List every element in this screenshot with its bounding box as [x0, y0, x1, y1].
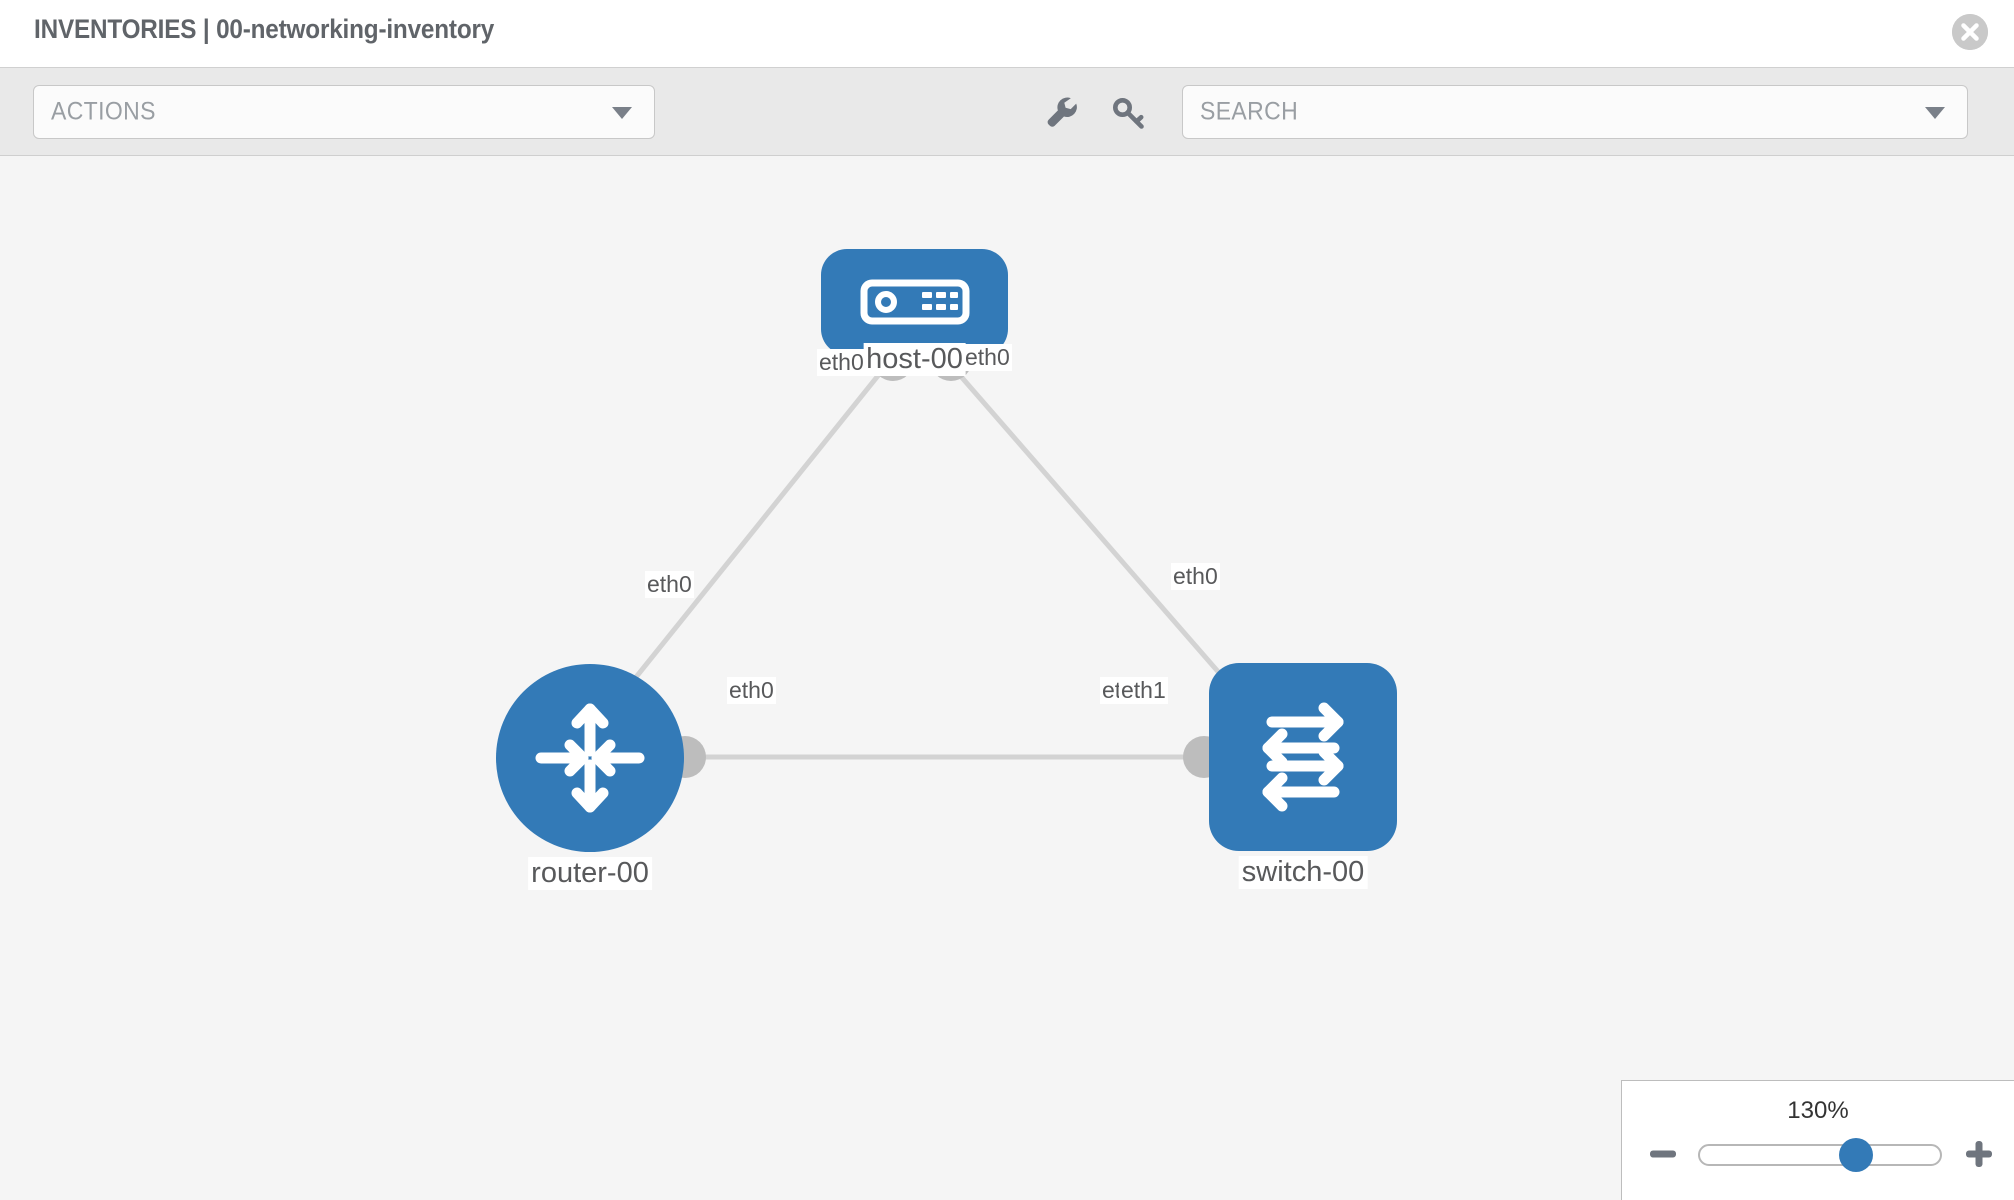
edge-label-router-right: eth0: [727, 677, 776, 704]
actions-dropdown[interactable]: ACTIONS: [33, 85, 655, 139]
edge-label-switch-up: eth0: [1171, 563, 1220, 590]
node-label-host-00: host-00: [863, 343, 966, 376]
edge-label-host-left: eth0: [817, 349, 866, 376]
node-label-router-00: router-00: [528, 857, 652, 890]
zoom-slider-row: [1622, 1135, 2014, 1175]
server-icon: [860, 279, 969, 325]
zoom-out-button[interactable]: [1646, 1137, 1680, 1171]
chevron-down-icon: [612, 107, 632, 119]
switch-node-shape[interactable]: [1209, 663, 1397, 851]
edge-label-router-up: eth0: [645, 571, 694, 598]
search-dropdown[interactable]: SEARCH: [1182, 85, 1968, 139]
edge-label-switch-left-b: eth1: [1119, 677, 1168, 704]
zoom-control-panel: 130%: [1621, 1080, 2014, 1200]
zoom-slider-thumb[interactable]: [1839, 1138, 1873, 1172]
page-header: INVENTORIES | 00-networking-inventory: [0, 0, 2014, 68]
zoom-in-button[interactable]: [1962, 1137, 1996, 1171]
edge-host-router: [598, 355, 895, 724]
page-title: INVENTORIES | 00-networking-inventory: [34, 14, 495, 44]
search-input-placeholder: SEARCH: [1200, 97, 1299, 126]
edge-host-switch: [942, 355, 1270, 731]
zoom-slider-track[interactable]: [1698, 1138, 1942, 1172]
wrench-icon[interactable]: [1037, 88, 1085, 136]
router-node-shape[interactable]: [496, 664, 684, 852]
key-icon[interactable]: [1105, 88, 1153, 136]
zoom-percent-label: 130%: [1787, 1097, 1849, 1124]
node-label-switch-00: switch-00: [1238, 856, 1368, 889]
host-node-shape[interactable]: [821, 249, 1008, 355]
chevron-down-icon: [1925, 107, 1945, 119]
close-icon[interactable]: [1952, 14, 1988, 50]
router-arrows-icon: [535, 703, 645, 813]
toolbar: ACTIONS SEARCH: [0, 68, 2014, 156]
actions-dropdown-label: ACTIONS: [51, 97, 156, 126]
switch-arrows-icon: [1262, 702, 1344, 812]
edge-label-host-right: eth0: [963, 344, 1012, 371]
topology-canvas[interactable]: host-00: [0, 157, 2014, 1200]
